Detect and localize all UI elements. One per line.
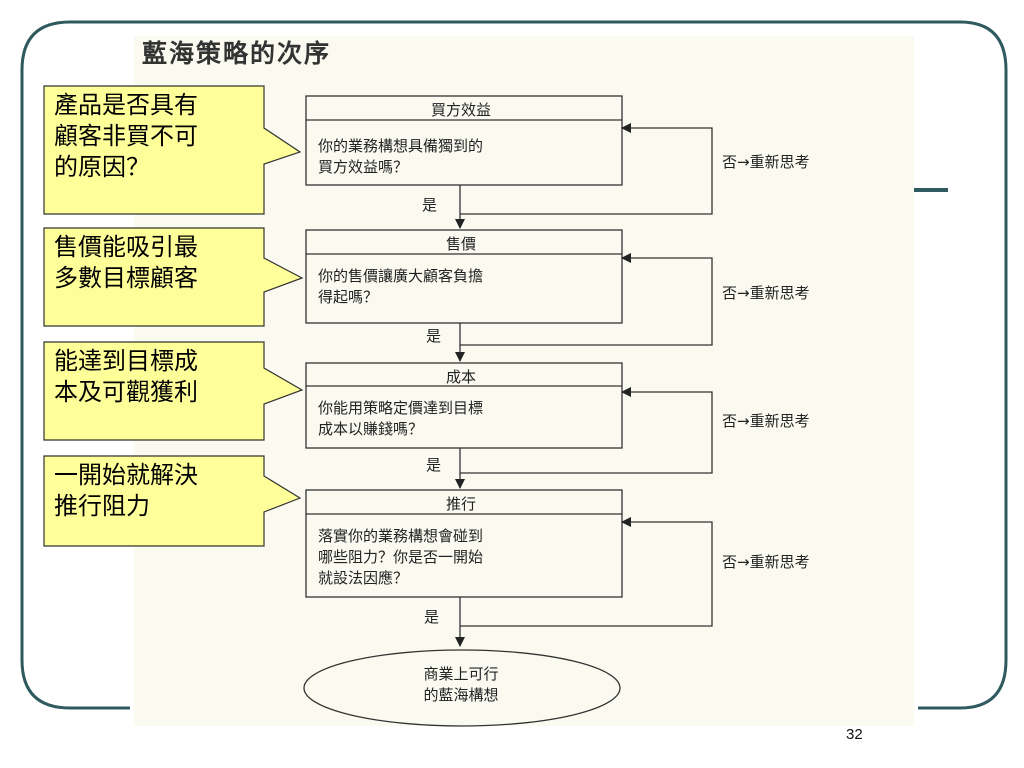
- step-3-heading: 成本: [445, 368, 476, 386]
- loop-1: [460, 123, 713, 215]
- step-4-heading: 推行: [445, 495, 476, 513]
- step-2-no-label: 否→重新思考: [722, 284, 810, 302]
- callout-1-text: 產品是否具有顧客非買不可的原因？: [54, 91, 198, 181]
- loop-2: [460, 253, 713, 346]
- step-1-heading: 買方效益: [430, 101, 491, 119]
- step-1-no-label: 否→重新思考: [722, 153, 810, 171]
- callout-1: [43, 85, 302, 215]
- callout-3-text: 能達到目標成本及可觀獲利: [54, 347, 198, 406]
- callout-4: [43, 455, 302, 547]
- final-outcome-text: 商業上可行的藍海構想: [423, 665, 499, 704]
- step-4-no-label: 否→重新思考: [722, 553, 810, 571]
- step-4-text: 落實你的業務構想會碰到哪些阻力？你是否一開始就設法因應？: [318, 527, 484, 587]
- step-2-heading: 售價: [445, 235, 476, 253]
- step-1-text: 你的業務構想具備獨到的買方效益嗎？: [318, 137, 484, 176]
- page-number: 32: [846, 726, 863, 743]
- step-4-yes-label: 是: [424, 608, 440, 626]
- callout-4-text: 一開始就解決推行阻力: [54, 461, 198, 520]
- step-1-yes-label: 是: [422, 196, 438, 214]
- step-3-text: 你能用策略定價達到目標成本以賺錢嗎？: [318, 399, 484, 438]
- step-box-price: [305, 229, 623, 324]
- loop-3: [460, 387, 713, 474]
- step-3-no-label: 否→重新思考: [722, 412, 810, 430]
- step-box-cost: [305, 362, 623, 449]
- callout-2-text: 售價能吸引最多數目標顧客: [54, 233, 198, 292]
- step-box-benefit: [305, 95, 623, 186]
- callout-3: [43, 341, 304, 441]
- step-box-adoption: [305, 489, 623, 598]
- step-2-text: 你的售價讓廣大顧客負擔得起嗎？: [318, 267, 484, 306]
- loop-4: [460, 517, 713, 627]
- step-2-yes-label: 是: [426, 327, 442, 345]
- step-3-yes-label: 是: [426, 456, 442, 474]
- callout-2: [43, 227, 304, 327]
- final-oval: [303, 649, 621, 727]
- diagram-title: 藍海策略的次序: [142, 39, 332, 68]
